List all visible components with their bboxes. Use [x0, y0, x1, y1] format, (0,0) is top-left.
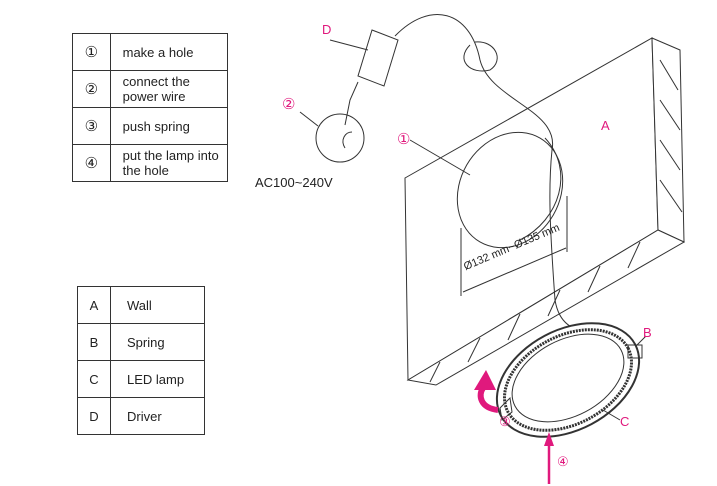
power-cable [394, 14, 596, 336]
label-c: C [620, 414, 630, 429]
label-b: B [643, 325, 652, 340]
wall-hole [456, 131, 564, 249]
step-number: ① [72, 33, 111, 71]
label-d: D [322, 22, 332, 37]
step4-marker: ④ [557, 454, 569, 469]
part-letter: B [77, 323, 111, 361]
driver-box [357, 29, 399, 87]
connector-circle [315, 113, 365, 163]
wall-hatching [429, 59, 683, 383]
label-a: A [601, 118, 610, 133]
step2-marker: ② [282, 96, 296, 113]
step-text: put the lamp into the hole [109, 144, 229, 182]
part-name: LED lamp [110, 360, 205, 398]
voltage-label: AC100~240V [255, 175, 333, 190]
step-number: ④ [72, 144, 111, 182]
part-name: Spring [110, 323, 205, 361]
part-name: Driver [110, 397, 205, 435]
step-text: make a hole [109, 33, 229, 71]
step1-marker: ① [397, 131, 411, 148]
step3-marker: ③ [499, 414, 511, 429]
step-text: connect the power wire [109, 70, 229, 108]
push-arrow [477, 386, 499, 413]
wall-bottom [406, 229, 686, 386]
part-name: Wall [110, 286, 205, 324]
